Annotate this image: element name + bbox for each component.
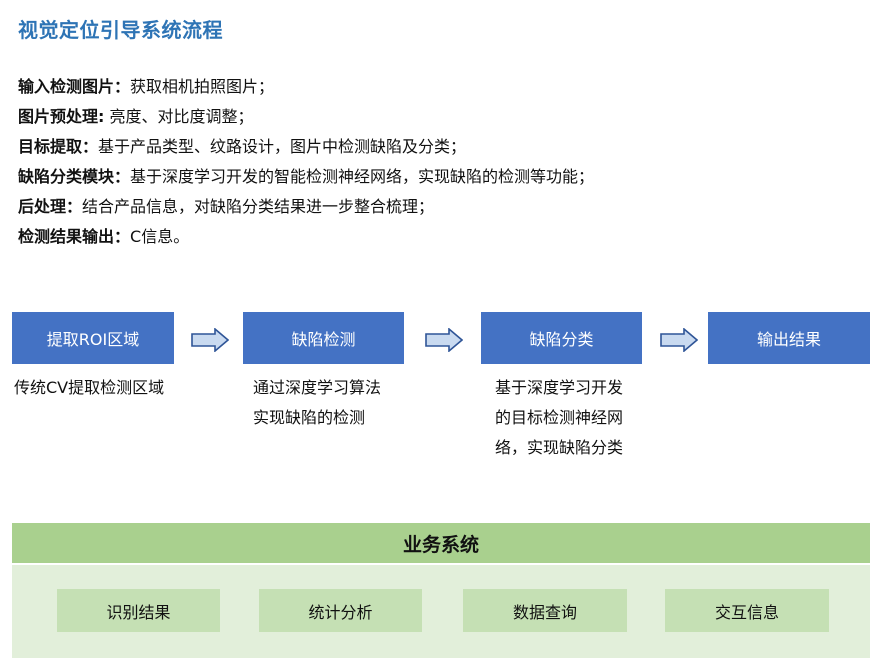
description-label: 目标提取： bbox=[18, 137, 99, 156]
note-line: 通过深度学习算法 bbox=[253, 378, 382, 397]
business-system-header: 业务系统 bbox=[12, 523, 870, 563]
right-arrow-icon bbox=[660, 328, 698, 352]
description-label: 检测结果输出： bbox=[18, 227, 131, 246]
description-item: 检测结果输出：C信息。 bbox=[18, 222, 858, 252]
note-line: 络，实现缺陷分类 bbox=[495, 438, 624, 457]
description-text: C信息。 bbox=[130, 227, 190, 246]
right-arrow-icon bbox=[425, 328, 463, 352]
business-item-data-query: 数据查询 bbox=[463, 589, 627, 632]
description-text: 亮度、对比度调整； bbox=[104, 107, 254, 126]
flow-note-extract-roi: 传统CV提取检测区域 bbox=[14, 373, 164, 403]
description-label: 缺陷分类模块： bbox=[18, 167, 131, 186]
description-text: 基于深度学习开发的智能检测神经网络，实现缺陷的检测等功能； bbox=[130, 167, 595, 186]
business-item-recognition-result: 识别结果 bbox=[57, 589, 220, 632]
flow-step-defect-classification: 缺陷分类 bbox=[481, 312, 642, 364]
flow-step-defect-detection: 缺陷检测 bbox=[243, 312, 404, 364]
description-label: 图片预处理: bbox=[18, 107, 105, 126]
description-label: 输入检测图片： bbox=[18, 77, 131, 96]
note-line: 的目标检测神经网 bbox=[495, 408, 624, 427]
description-text: 获取相机拍照图片； bbox=[130, 77, 275, 96]
description-text: 基于产品类型、纹路设计，图片中检测缺陷及分类； bbox=[98, 137, 467, 156]
flow-step-output-result: 输出结果 bbox=[708, 312, 870, 364]
flow-note-defect-detection: 通过深度学习算法 实现缺陷的检测 bbox=[253, 373, 381, 433]
description-text: 结合产品信息，对缺陷分类结果进一步整合梳理； bbox=[82, 197, 435, 216]
business-item-interaction-info: 交互信息 bbox=[665, 589, 829, 632]
note-line: 实现缺陷的检测 bbox=[253, 408, 366, 427]
description-item: 目标提取：基于产品类型、纹路设计，图片中检测缺陷及分类； bbox=[18, 132, 858, 162]
page-title: 视觉定位引导系统流程 bbox=[18, 18, 223, 42]
description-item: 输入检测图片：获取相机拍照图片； bbox=[18, 72, 858, 102]
flow-step-extract-roi: 提取ROI区域 bbox=[12, 312, 174, 364]
business-item-statistical-analysis: 统计分析 bbox=[259, 589, 422, 632]
description-item: 后处理：结合产品信息，对缺陷分类结果进一步整合梳理； bbox=[18, 192, 858, 222]
note-line: 基于深度学习开发 bbox=[495, 378, 624, 397]
description-item: 图片预处理: 亮度、对比度调整； bbox=[18, 102, 858, 132]
note-line: 传统CV提取检测区域 bbox=[14, 378, 165, 397]
description-label: 后处理： bbox=[18, 197, 83, 216]
right-arrow-icon bbox=[191, 328, 229, 352]
description-item: 缺陷分类模块：基于深度学习开发的智能检测神经网络，实现缺陷的检测等功能； bbox=[18, 162, 858, 192]
description-list: 输入检测图片：获取相机拍照图片； 图片预处理: 亮度、对比度调整； 目标提取：基… bbox=[18, 72, 858, 252]
flow-note-defect-classification: 基于深度学习开发 的目标检测神经网 络，实现缺陷分类 bbox=[495, 373, 623, 463]
